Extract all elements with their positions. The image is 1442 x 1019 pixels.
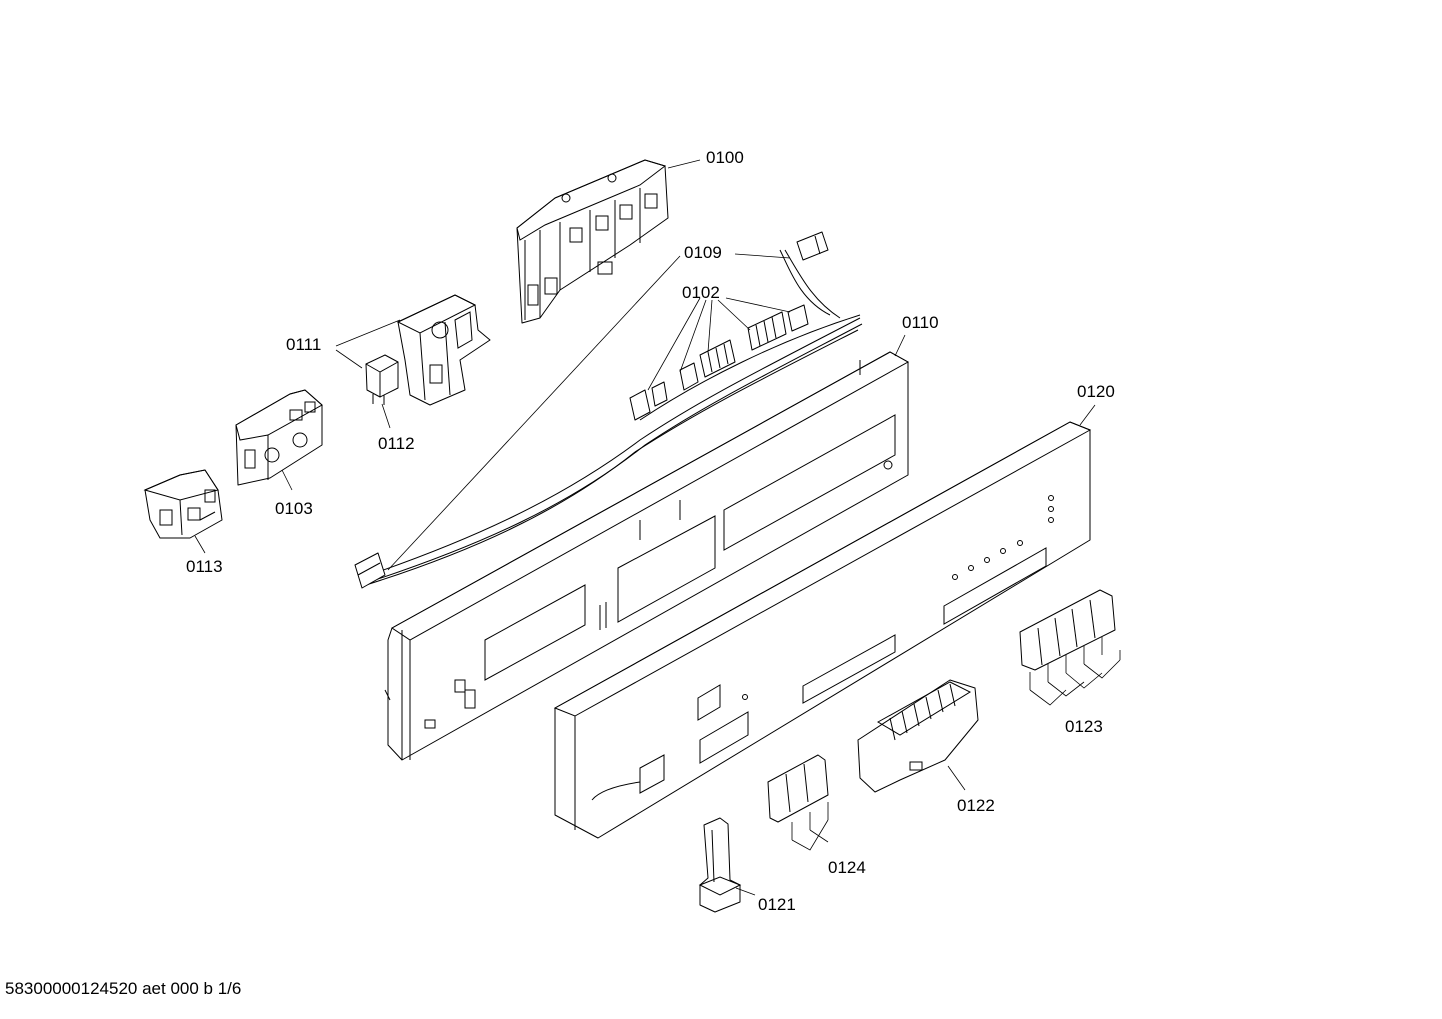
callout-0123: 0123	[1065, 717, 1103, 736]
part-0112-capacitor[interactable]	[365, 354, 399, 405]
part-0124-buttons[interactable]	[767, 754, 829, 851]
part-0122-selector[interactable]	[857, 679, 979, 793]
part-0109-cable-harness[interactable]	[354, 231, 863, 589]
callout-labels: 0100 0109 0102 0110 0111 0112 0103 0113 …	[186, 148, 1115, 914]
callout-0109: 0109	[684, 243, 722, 262]
part-0102-connectors[interactable]	[629, 304, 809, 421]
callout-0113: 0113	[186, 557, 223, 576]
part-0100-control-module[interactable]	[516, 159, 669, 324]
callout-0110: 0110	[902, 313, 939, 332]
callout-0120: 0120	[1077, 382, 1115, 401]
callout-0112: 0112	[378, 434, 415, 453]
part-0123-buttons[interactable]	[1019, 589, 1121, 706]
drawing-number: 58300000124520 aet 000 b 1/6	[5, 979, 242, 998]
part-0120-fascia[interactable]	[553, 421, 1092, 839]
callout-0122: 0122	[957, 796, 995, 815]
callout-0102: 0102	[682, 283, 720, 302]
part-0111-bracket[interactable]	[396, 294, 491, 406]
callout-0121: 0121	[758, 895, 796, 914]
part-0103-module[interactable]	[235, 389, 323, 486]
callout-0124: 0124	[828, 858, 866, 877]
part-0121-light-guide[interactable]	[698, 817, 742, 913]
callout-0100: 0100	[706, 148, 744, 167]
callout-0111: 0111	[286, 335, 321, 354]
leader-lines	[194, 159, 1096, 896]
callout-0103: 0103	[275, 499, 313, 518]
part-0110-frame[interactable]	[384, 351, 910, 761]
part-0113-switch[interactable]	[143, 469, 223, 539]
